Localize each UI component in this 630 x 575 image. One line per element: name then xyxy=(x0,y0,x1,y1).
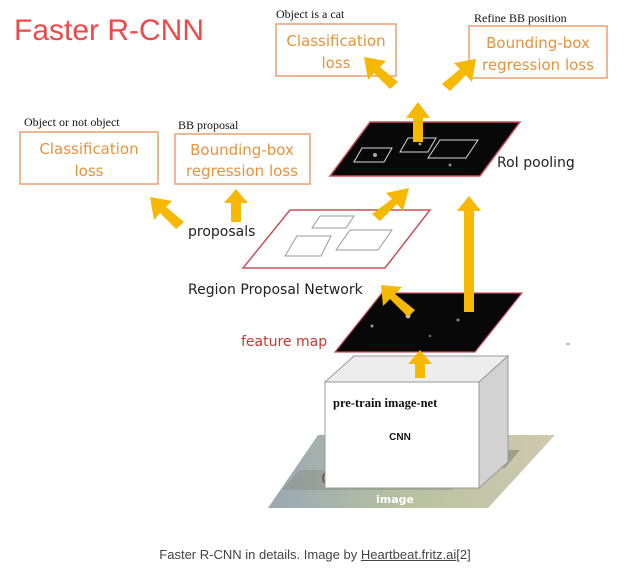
rpn-label: Region Proposal Network xyxy=(188,282,364,298)
caption-link[interactable]: Heartbeat.fritz.ai xyxy=(360,547,457,562)
top-classification-loss-box: Classification loss xyxy=(275,23,397,77)
label-refine-bb: Refine BB position xyxy=(474,11,567,25)
left-cls-line1: Classification xyxy=(39,140,138,158)
arrow-proposals-to-roi xyxy=(372,188,409,221)
cnn-box xyxy=(323,354,510,490)
figure-caption: Faster R-CNN in details. Image by Heartb… xyxy=(0,547,630,562)
left-bbox-line2: regression loss xyxy=(186,162,298,180)
diagram-title: Faster R-CNN xyxy=(14,14,204,47)
arrow-to-top-bbox xyxy=(442,59,476,91)
label-bb-proposal: BB proposal xyxy=(178,118,239,132)
arrow-to-left-cls xyxy=(150,197,184,229)
left-classification-loss-box: Classification loss xyxy=(19,131,159,185)
left-cls-line2: loss xyxy=(75,162,104,180)
arrow-to-left-bbox xyxy=(224,189,248,222)
arrow-cnn-to-feature-map xyxy=(408,350,432,378)
top-bbox-regression-loss-box: Bounding-box regression loss xyxy=(468,25,608,79)
roi-pooling-label: RoI pooling xyxy=(497,155,575,171)
pretrain-label: pre-train image-net xyxy=(333,396,438,410)
arrows xyxy=(150,57,481,378)
top-cls-line1: Classification xyxy=(286,32,385,50)
caption-ref: [2] xyxy=(456,547,471,562)
caption-text: Faster R-CNN in details. Image by xyxy=(159,547,361,562)
arrow-rpn-diagonal xyxy=(381,285,415,317)
proposals-plane xyxy=(241,209,432,269)
arrow-roi-up xyxy=(406,102,430,142)
arrow-to-top-cls xyxy=(364,57,398,89)
image-label: image xyxy=(376,493,414,506)
left-bbox-regression-loss-box: Bounding-box regression loss xyxy=(174,133,311,185)
cnn-label: CNN xyxy=(389,432,411,443)
left-bbox-line1: Bounding-box xyxy=(190,141,294,159)
label-object-or-not: Object or not object xyxy=(24,115,120,129)
top-bbox-line1: Bounding-box xyxy=(486,34,590,52)
top-bbox-line2: regression loss xyxy=(482,56,594,74)
proposals-label: proposals xyxy=(188,224,255,240)
top-cls-line2: loss xyxy=(322,54,351,72)
feature-map-plane xyxy=(333,292,524,353)
roi-pooling-plane xyxy=(328,121,522,177)
arrow-feature-to-roi xyxy=(457,196,481,312)
feature-map-label: feature map xyxy=(241,334,327,350)
label-object-is-cat: Object is a cat xyxy=(276,7,345,21)
